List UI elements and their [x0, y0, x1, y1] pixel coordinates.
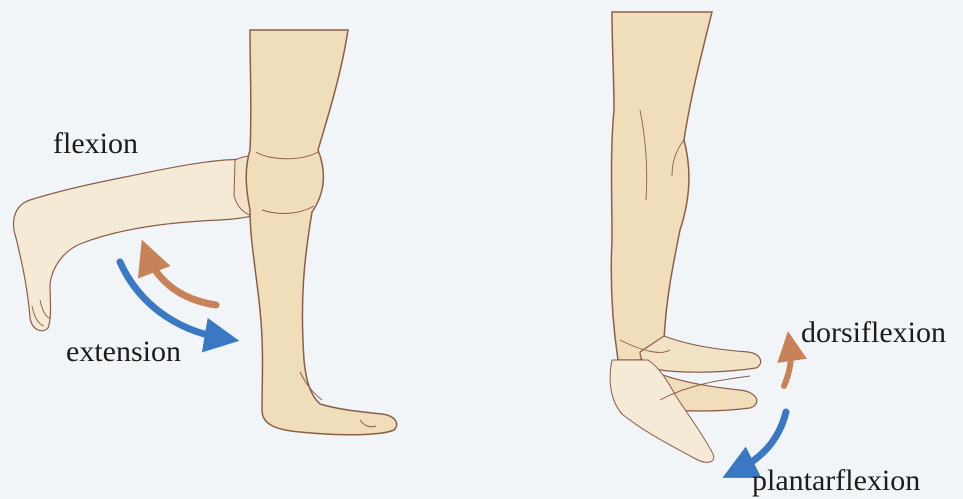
knee-figure	[14, 30, 397, 435]
dorsiflexion-label: dorsiflexion	[801, 318, 946, 348]
plantarflexion-arrow	[738, 412, 786, 470]
flexed-lower-leg	[14, 159, 265, 331]
ankle-figure	[610, 12, 761, 462]
flexion-label: flexion	[53, 129, 138, 159]
flexion-arrow	[148, 256, 216, 305]
extension-label: extension	[66, 337, 181, 367]
dorsiflexed-foot	[640, 336, 761, 372]
lower-leg	[611, 12, 712, 360]
straight-leg	[246, 30, 396, 435]
dorsiflexion-arrow	[784, 346, 791, 386]
plantarflexion-label: plantarflexion	[752, 466, 920, 496]
